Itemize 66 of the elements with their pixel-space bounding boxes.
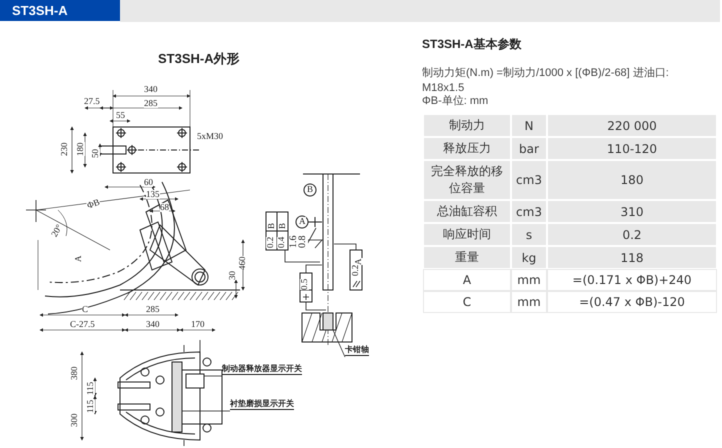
- table-cell: 制动力: [424, 115, 510, 136]
- dimension-label: 285: [146, 305, 160, 314]
- table-cell: 重量: [424, 247, 510, 268]
- table-cell: s: [512, 224, 546, 245]
- dimension-label: 135: [146, 190, 160, 199]
- dimension-label: A: [299, 217, 306, 226]
- dimension-label: 380: [70, 366, 79, 380]
- table-cell: 释放压力: [424, 138, 510, 159]
- callout-label: 制动器释放器显示开关: [222, 365, 302, 375]
- table-cell: 310: [548, 201, 716, 222]
- callout-label: 卡钳轴: [345, 346, 369, 356]
- dimension-label: 180: [76, 142, 85, 156]
- dimension-label: 0.4: [277, 236, 286, 248]
- table-cell: N: [512, 115, 546, 136]
- drawing-title: ST3SH-A外形: [158, 52, 240, 65]
- dimension-label: 460: [238, 256, 247, 270]
- dimension-label: 285: [144, 99, 158, 108]
- formula-note: 制动力矩(N.m) =制动力/1000 x [(ΦB)/2-68] 进油口: M18x1.5: [422, 66, 670, 95]
- dimension-label: B: [307, 185, 314, 194]
- table-cell: 118: [548, 247, 716, 268]
- dimension-label: B: [278, 222, 287, 229]
- dimension-label: 50: [91, 149, 100, 158]
- dimension-label: A: [354, 258, 363, 265]
- unit-note: ΦB-单位: mm: [422, 96, 488, 107]
- dimension-label: 0.5: [300, 278, 309, 290]
- dimension-label: 60: [144, 178, 153, 187]
- dimension-label: 0.2: [266, 236, 275, 248]
- table-cell: 220 000: [548, 115, 716, 136]
- dimension-label: 27.5: [84, 97, 100, 106]
- table-cell: cm3: [512, 201, 546, 222]
- callout-label: 衬垫磨损显示开关: [230, 400, 294, 410]
- dimension-label: ΦB: [86, 198, 101, 210]
- table-cell: 完全释放的移位容量: [424, 161, 510, 199]
- switch-block: [186, 374, 204, 388]
- dimension-label: C-27.5: [70, 320, 95, 329]
- table-cell: 110-120: [548, 138, 716, 159]
- table-cell: 总油缸容积: [424, 201, 510, 222]
- dimension-label: B: [267, 222, 276, 229]
- dimension-label: 300: [70, 414, 79, 427]
- brake-pad-plate: [172, 362, 182, 432]
- dimension-label: 340: [146, 320, 160, 329]
- leader-line: [332, 330, 346, 358]
- dimension-label: 340: [144, 85, 158, 94]
- table-cell: kg: [512, 247, 546, 268]
- table-cell: bar: [512, 138, 546, 159]
- leader-line: [182, 410, 230, 412]
- dimension-label: 0.8: [298, 236, 308, 248]
- dimension-label: 55: [116, 111, 125, 120]
- dimension-label: 68: [160, 203, 169, 212]
- dimension-label: 230: [60, 142, 69, 156]
- dimension-label: 1.6: [289, 236, 299, 248]
- table-cell: 响应时间: [424, 224, 510, 245]
- caliper-shaft-end: [322, 312, 334, 330]
- table-cell: cm3: [512, 161, 546, 199]
- dimension-label: C: [82, 305, 88, 314]
- dimension-label: 0.2: [351, 264, 360, 276]
- section-heading: ST3SH-A基本参数: [422, 38, 522, 50]
- table-cell: 180: [548, 161, 716, 199]
- header-title: ST3SH-A: [0, 0, 120, 21]
- dimension-label: 115: [86, 400, 95, 413]
- dimension-label: A: [74, 256, 83, 262]
- table-cell: 0.2: [548, 224, 716, 245]
- dimension-label: 170: [191, 320, 204, 329]
- dimension-label: 115: [86, 382, 95, 395]
- dimension-label: 5xM30: [197, 132, 224, 141]
- dimension-label: 30: [228, 271, 237, 280]
